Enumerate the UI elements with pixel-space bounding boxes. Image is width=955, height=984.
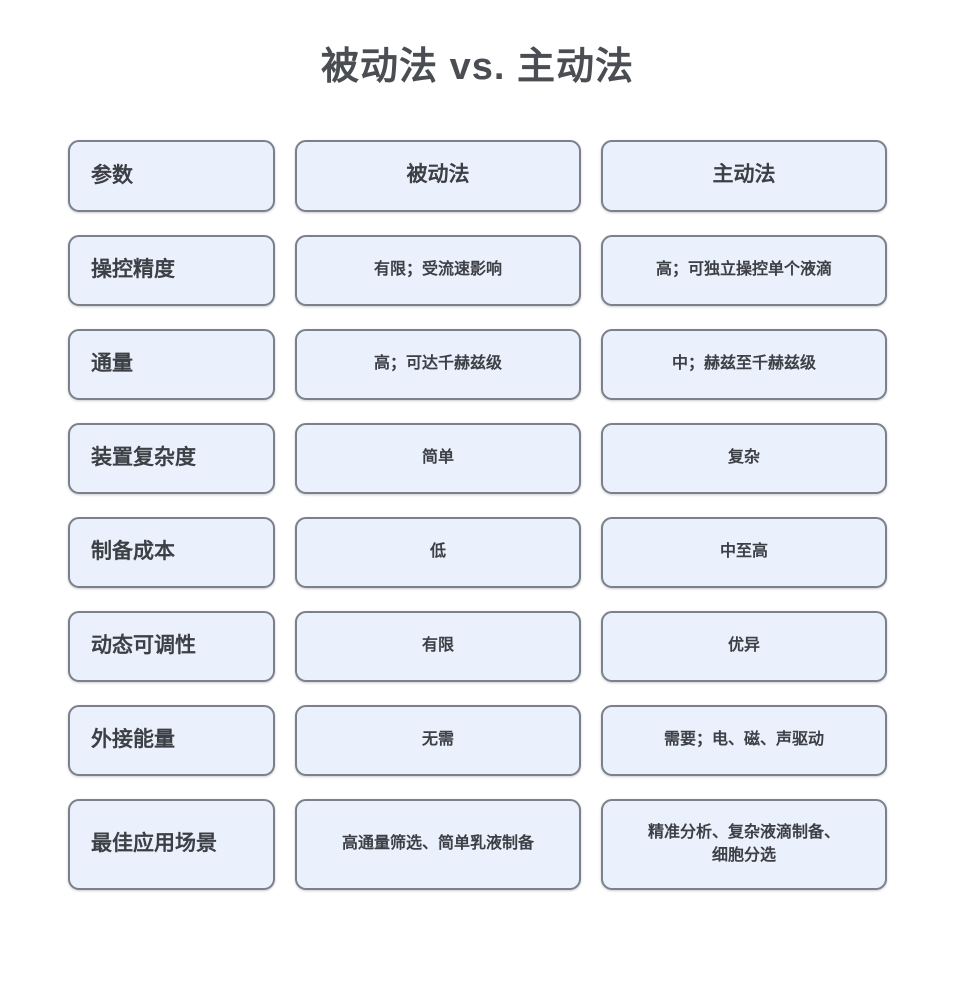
table-row: 最佳应用场景 高通量筛选、简单乳液制备 精准分析、复杂液滴制备、 细胞分选 [68,798,887,890]
header-cell-passive: 被动法 [295,139,581,212]
row-parameter-label: 最佳应用场景 [91,832,217,856]
row-active-cell: 精准分析、复杂液滴制备、 细胞分选 [601,798,887,890]
row-active-value: 优异 [727,637,760,655]
row-parameter-label: 操控精度 [91,258,175,282]
header-label-active: 主动法 [712,163,776,187]
row-passive-value: 有限；受流速影响 [373,261,502,279]
row-parameter-cell: 通量 [68,328,275,400]
row-passive-cell: 有限 [295,610,581,682]
table-row: 动态可调性 有限 优异 [68,610,887,682]
page-title: 被动法 vs. 主动法 [321,46,634,88]
row-parameter-cell: 最佳应用场景 [68,798,275,890]
row-active-cell: 高；可独立操控单个液滴 [601,234,887,306]
row-active-cell: 复杂 [601,422,887,494]
row-passive-value: 高；可达千赫兹级 [373,355,502,373]
row-parameter-label: 外接能量 [91,728,175,752]
row-active-cell: 中；赫兹至千赫兹级 [601,328,887,400]
table-row: 制备成本 低 中至高 [68,516,887,588]
row-parameter-label: 制备成本 [91,540,175,564]
header-cell-active: 主动法 [601,139,887,212]
row-passive-value: 无需 [421,731,454,749]
row-active-cell: 中至高 [601,516,887,588]
row-active-cell: 优异 [601,610,887,682]
row-parameter-label: 装置复杂度 [91,446,196,470]
row-active-value: 高；可独立操控单个液滴 [655,261,832,279]
row-passive-cell: 高通量筛选、简单乳液制备 [295,798,581,890]
row-parameter-cell: 外接能量 [68,704,275,776]
header-label-parameter: 参数 [91,163,133,187]
row-passive-value: 低 [429,543,446,561]
row-passive-cell: 简单 [295,422,581,494]
table-row: 操控精度 有限；受流速影响 高；可独立操控单个液滴 [68,234,887,306]
row-passive-cell: 无需 [295,704,581,776]
row-active-value: 精准分析、复杂液滴制备、 细胞分选 [647,823,840,864]
row-parameter-label: 通量 [91,352,133,376]
row-passive-value: 高通量筛选、简单乳液制备 [341,835,534,853]
row-passive-cell: 高；可达千赫兹级 [295,328,581,400]
header-label-passive: 被动法 [406,163,470,187]
row-active-value: 需要；电、磁、声驱动 [663,731,824,749]
row-active-value: 中；赫兹至千赫兹级 [671,355,816,373]
table-row: 外接能量 无需 需要；电、磁、声驱动 [68,704,887,776]
row-parameter-cell: 操控精度 [68,234,275,306]
row-parameter-cell: 动态可调性 [68,610,275,682]
header-cell-parameter: 参数 [68,139,275,212]
row-parameter-cell: 制备成本 [68,516,275,588]
row-passive-value: 简单 [421,449,454,467]
row-passive-cell: 有限；受流速影响 [295,234,581,306]
row-parameter-cell: 装置复杂度 [68,422,275,494]
row-passive-value: 有限 [421,637,454,655]
row-passive-cell: 低 [295,516,581,588]
table-header-row: 参数 被动法 主动法 [68,139,887,212]
table-row: 通量 高；可达千赫兹级 中；赫兹至千赫兹级 [68,328,887,400]
comparison-table: 参数 被动法 主动法 操控精度 有限；受流速影响 高；可独立操控单个液滴 通量 [0,139,955,890]
row-active-value: 中至高 [719,543,768,561]
table-row: 装置复杂度 简单 复杂 [68,422,887,494]
row-active-value: 复杂 [727,449,760,467]
row-active-cell: 需要；电、磁、声驱动 [601,704,887,776]
row-parameter-label: 动态可调性 [91,634,196,658]
